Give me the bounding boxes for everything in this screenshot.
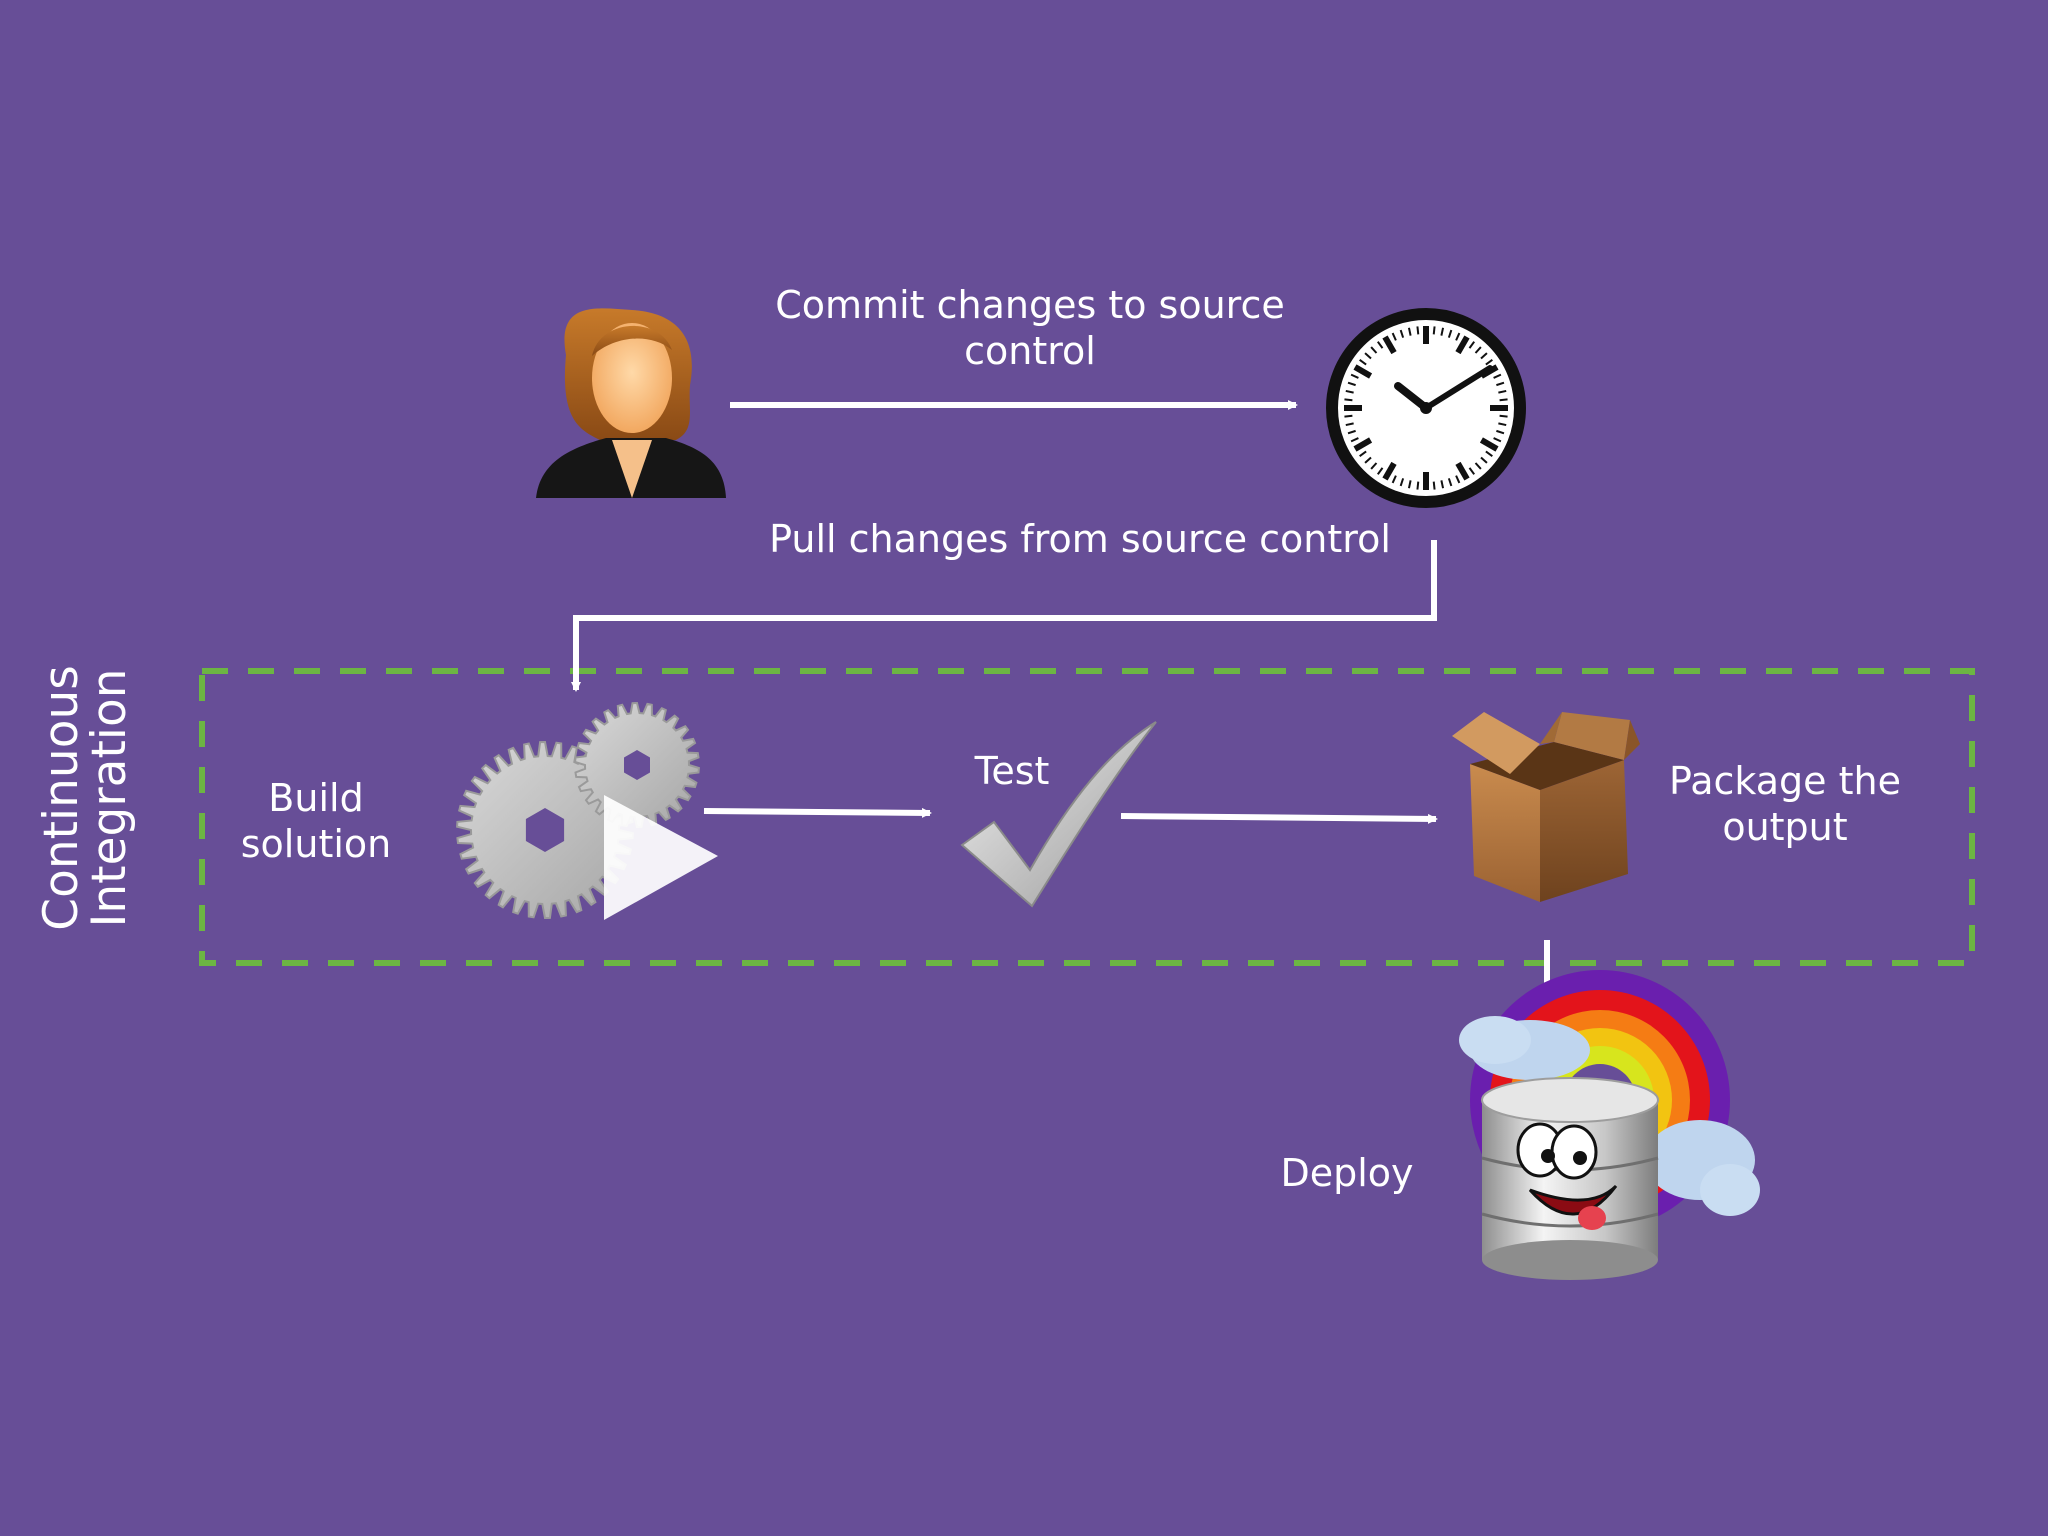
clock-tick [1498,422,1507,427]
package-label: Package the output [1669,759,1901,849]
clock-tick [1399,478,1405,487]
clock-tick [1345,422,1354,427]
clock-tick [1447,478,1453,487]
clock-tick [1474,346,1482,354]
clock-tick [1479,437,1499,452]
build-to-test-arrow [703,807,932,818]
clock-tick [1474,462,1482,470]
clock-tick [1455,461,1470,481]
clock-tick [1496,381,1505,387]
clock-tick [1499,414,1508,418]
clock-tick [1347,429,1356,435]
woman-avatar-icon [536,308,726,498]
clock-tick [1416,481,1420,490]
deploy-label: Deploy [1280,1151,1414,1195]
ci-boundary [199,668,1975,966]
clock-tick [1485,358,1493,366]
clock-tick [1391,332,1397,341]
clock-tick [1353,364,1373,379]
clock-icon [1326,308,1526,508]
test-label: Test [974,749,1050,793]
clock-tick [1432,326,1436,335]
clock-tick [1498,389,1507,394]
clock-tick [1359,358,1367,366]
clock-tick [1364,456,1372,464]
clock-tick [1344,398,1353,402]
clock-tick [1455,332,1461,341]
pull-label: Pull changes from source control [769,517,1391,561]
clock-tick [1485,450,1493,458]
pull-arrow [571,540,1437,692]
build-label: Build solution [240,776,392,866]
clock-tick [1440,327,1445,336]
open-box-icon [1452,712,1640,902]
clock-tick [1416,326,1420,335]
clock-tick [1345,389,1354,394]
clock-tick [1399,329,1405,338]
clock-tick [1455,335,1470,355]
clock-tick [1493,437,1502,443]
continuous-integration-line-1: Continuous [34,665,89,931]
clock-tick [1496,429,1505,435]
clock-tick [1391,475,1397,484]
clock-tick [1350,373,1359,379]
checkmark-icon [960,721,1157,908]
clock-tick [1359,450,1367,458]
clock-tick [1493,373,1502,379]
gears-play-icon [456,701,718,920]
clock-tick [1455,475,1461,484]
clock-tick [1376,341,1384,349]
continuous-integration-label: Continuous Integration [34,648,137,948]
clock-tick [1353,437,1373,452]
clock-tick [1382,335,1397,355]
clock-tick [1347,381,1356,387]
clock-tick [1364,352,1372,360]
commit-label: Commit changes to source control [775,283,1285,373]
test-to-package-arrow [1120,813,1438,824]
clock-tick [1382,461,1397,481]
clock-tick [1468,467,1476,475]
clock-tick [1468,341,1476,349]
clock-tick [1407,327,1412,336]
clock-tick [1480,352,1488,360]
clock-tick [1407,480,1412,489]
small-gear [574,701,700,829]
clock-tick [1370,346,1378,354]
database-rainbow-icon [1459,970,1760,1280]
clock-tick [1499,398,1508,402]
clock-tick [1350,437,1359,443]
clock-tick [1447,329,1453,338]
clock-tick [1432,481,1436,490]
continuous-integration-line-2: Integration [82,668,137,928]
clock-tick [1344,414,1353,418]
clock-tick [1480,456,1488,464]
clock-tick [1376,467,1384,475]
clock-tick [1370,462,1378,470]
clock-tick [1440,480,1445,489]
